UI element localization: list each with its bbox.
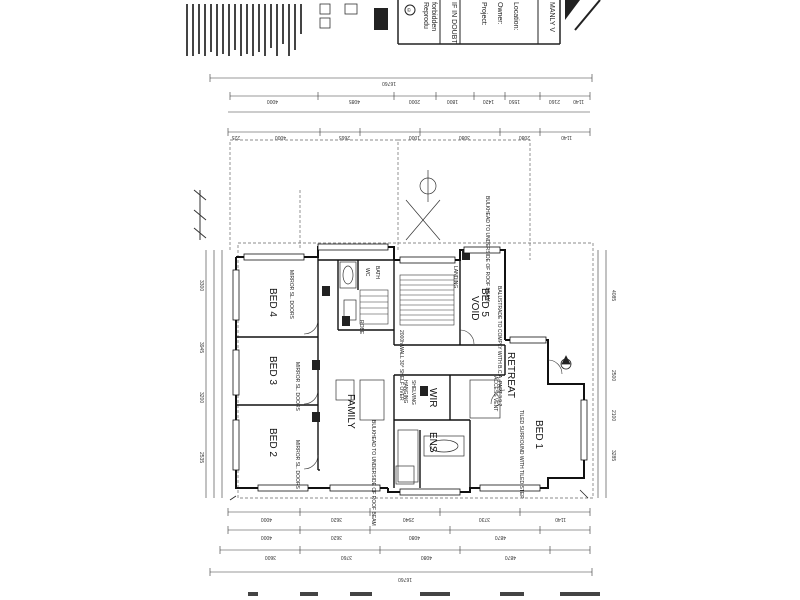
room-void: VOID <box>469 296 480 320</box>
dim-bottom2-a: 4000 <box>261 534 272 540</box>
tb-line-2: Project: <box>480 2 487 26</box>
dim-top3-b: 4000 <box>275 134 286 140</box>
dim-right-c: 2100 <box>610 410 616 421</box>
notes-header-1: Reprodu <box>422 2 429 29</box>
room-bed5: BED 5 <box>479 288 490 317</box>
dim-right-d: 3285 <box>610 450 616 461</box>
room-family: FAMILY <box>345 394 356 429</box>
note-bulkhead-family: BULKHEAD TO UNDERSIDE OF ROOF BEAM <box>370 420 376 526</box>
dim-bottom-overall: 16760 <box>398 576 412 582</box>
dim-right-b: 2500 <box>610 370 616 381</box>
note-access: ACCESS VENT <box>492 376 498 411</box>
room-retreat: RETREAT <box>505 352 516 398</box>
dim-bottom3-b: 3760 <box>341 554 352 560</box>
room-ens: ENS <box>427 432 438 453</box>
tb-line-4: Location: <box>512 2 519 30</box>
note-mirror-3: MIRROR SL. DOORS <box>294 362 300 412</box>
tb-line-5: MANLY V <box>548 2 555 32</box>
dim-left-c: 3200 <box>198 392 204 403</box>
dim-top-g: 2160 <box>549 98 560 104</box>
dim-right-a: 4085 <box>610 290 616 301</box>
dim-top3-a: 225 <box>231 134 240 140</box>
ac-units <box>312 250 470 422</box>
top-dimensions <box>209 74 593 136</box>
annotations: BULKHEAD TO UNDERSIDE OF ROOF BEAM BULKH… <box>288 196 524 526</box>
notes-header-2: forbidden <box>430 2 437 31</box>
svg-text:AS: AS <box>376 16 382 23</box>
room-wir: WIR <box>427 388 438 407</box>
top-dimension-labels: 16760 4000 4085 2000 1800 1420 1550 2160… <box>231 80 584 140</box>
dim-top3-f: 2080 <box>519 134 530 140</box>
tb-line-3: Owner: <box>496 2 503 25</box>
note-mirror-2: MIRROR SL. DOORS <box>294 440 300 490</box>
bottom-dimensions <box>209 508 593 576</box>
title-block: Reprodu forbidden IF IN DOUBT Project: O… <box>397 0 601 45</box>
dim-left-d: 2535 <box>198 452 204 463</box>
dim-left-b: 3945 <box>198 342 204 353</box>
title-symbols: AS © <box>319 3 416 30</box>
dim-top-d: 1800 <box>447 98 458 104</box>
spec-notes <box>182 0 312 60</box>
dim-bottom3-d: 4870 <box>505 554 516 560</box>
room-labels: BED 4 BED 3 BED 2 BED 5 BED 1 FAMILY RET… <box>267 266 544 457</box>
room-bed1: BED 1 <box>533 420 544 449</box>
north-arrow-marks <box>193 189 207 240</box>
room-bed3: BED 3 <box>267 356 278 385</box>
dim-top3-d: 1000 <box>409 134 420 140</box>
note-bulkhead-top: BULKHEAD TO UNDERSIDE OF ROOF BEAM <box>484 196 490 302</box>
door-swings <box>303 319 563 470</box>
dim-top-h: 1140 <box>573 98 584 104</box>
side-dimension-labels: 3300 3945 3200 2535 4085 2500 2100 3285 <box>198 280 616 463</box>
internal-walls <box>236 257 506 488</box>
dim-top3-e: 3080 <box>459 134 470 140</box>
dim-bottom1-a: 4000 <box>261 516 272 522</box>
dim-bottom1-d: 3730 <box>479 516 490 522</box>
dim-top-e: 1420 <box>483 98 494 104</box>
dim-top-f: 1550 <box>509 98 520 104</box>
dim-top-c: 2000 <box>409 98 420 104</box>
note-shelving: SHELVING <box>410 380 416 405</box>
windows <box>232 243 588 496</box>
stair-compass <box>405 170 441 241</box>
dim-top3-c: 2665 <box>339 134 350 140</box>
tb-line-1: IF IN DOUBT <box>450 2 457 44</box>
room-bath: BATH <box>374 266 380 279</box>
svg-text:©: © <box>407 7 411 14</box>
room-landing: LANDING <box>452 266 458 288</box>
dim-top-a: 4000 <box>267 98 278 104</box>
dim-bottom3-c: 4080 <box>421 554 432 560</box>
dim-bottom2-d: 4870 <box>495 534 506 540</box>
dim-bottom3-a: 3600 <box>265 554 276 560</box>
note-balustrade: BALUSTRADE TO COMPLY WITH B.C.A. PART 3.… <box>496 286 502 406</box>
stairs <box>359 274 455 326</box>
note-bed1: TILED SURROUND WITH TILED STEP <box>518 410 524 499</box>
section-markers <box>229 355 589 501</box>
fixtures <box>335 261 501 485</box>
room-robe: ROBE <box>358 320 364 335</box>
room-bed2: BED 2 <box>267 428 278 457</box>
dim-top-overall: 16760 <box>382 80 396 86</box>
note-mirror-4: MIRROR SL. DOORS <box>288 270 294 320</box>
dim-left-a: 3300 <box>198 280 204 291</box>
side-dimensions <box>205 250 607 498</box>
note-wall: 2000h WALL 30° SHELF OVER <box>398 330 404 401</box>
dim-top3-g: 1140 <box>561 134 572 140</box>
dim-bottom1-e: 1140 <box>555 516 566 522</box>
note-hanging: HANGING <box>402 380 408 403</box>
dim-bottom1-c: 2940 <box>403 516 414 522</box>
dim-top-b: 4085 <box>349 98 360 104</box>
room-bed4: BED 4 <box>267 288 278 317</box>
dim-bottom2-c: 4080 <box>409 534 420 540</box>
bottom-dimension-labels: 4000 3620 2940 3730 1140 4000 3620 4080 … <box>261 516 566 582</box>
dim-bottom2-b: 3620 <box>331 534 342 540</box>
dim-bottom1-b: 3620 <box>331 516 342 522</box>
bottom-edge-marks <box>248 592 600 596</box>
room-wc: WC <box>364 268 370 277</box>
